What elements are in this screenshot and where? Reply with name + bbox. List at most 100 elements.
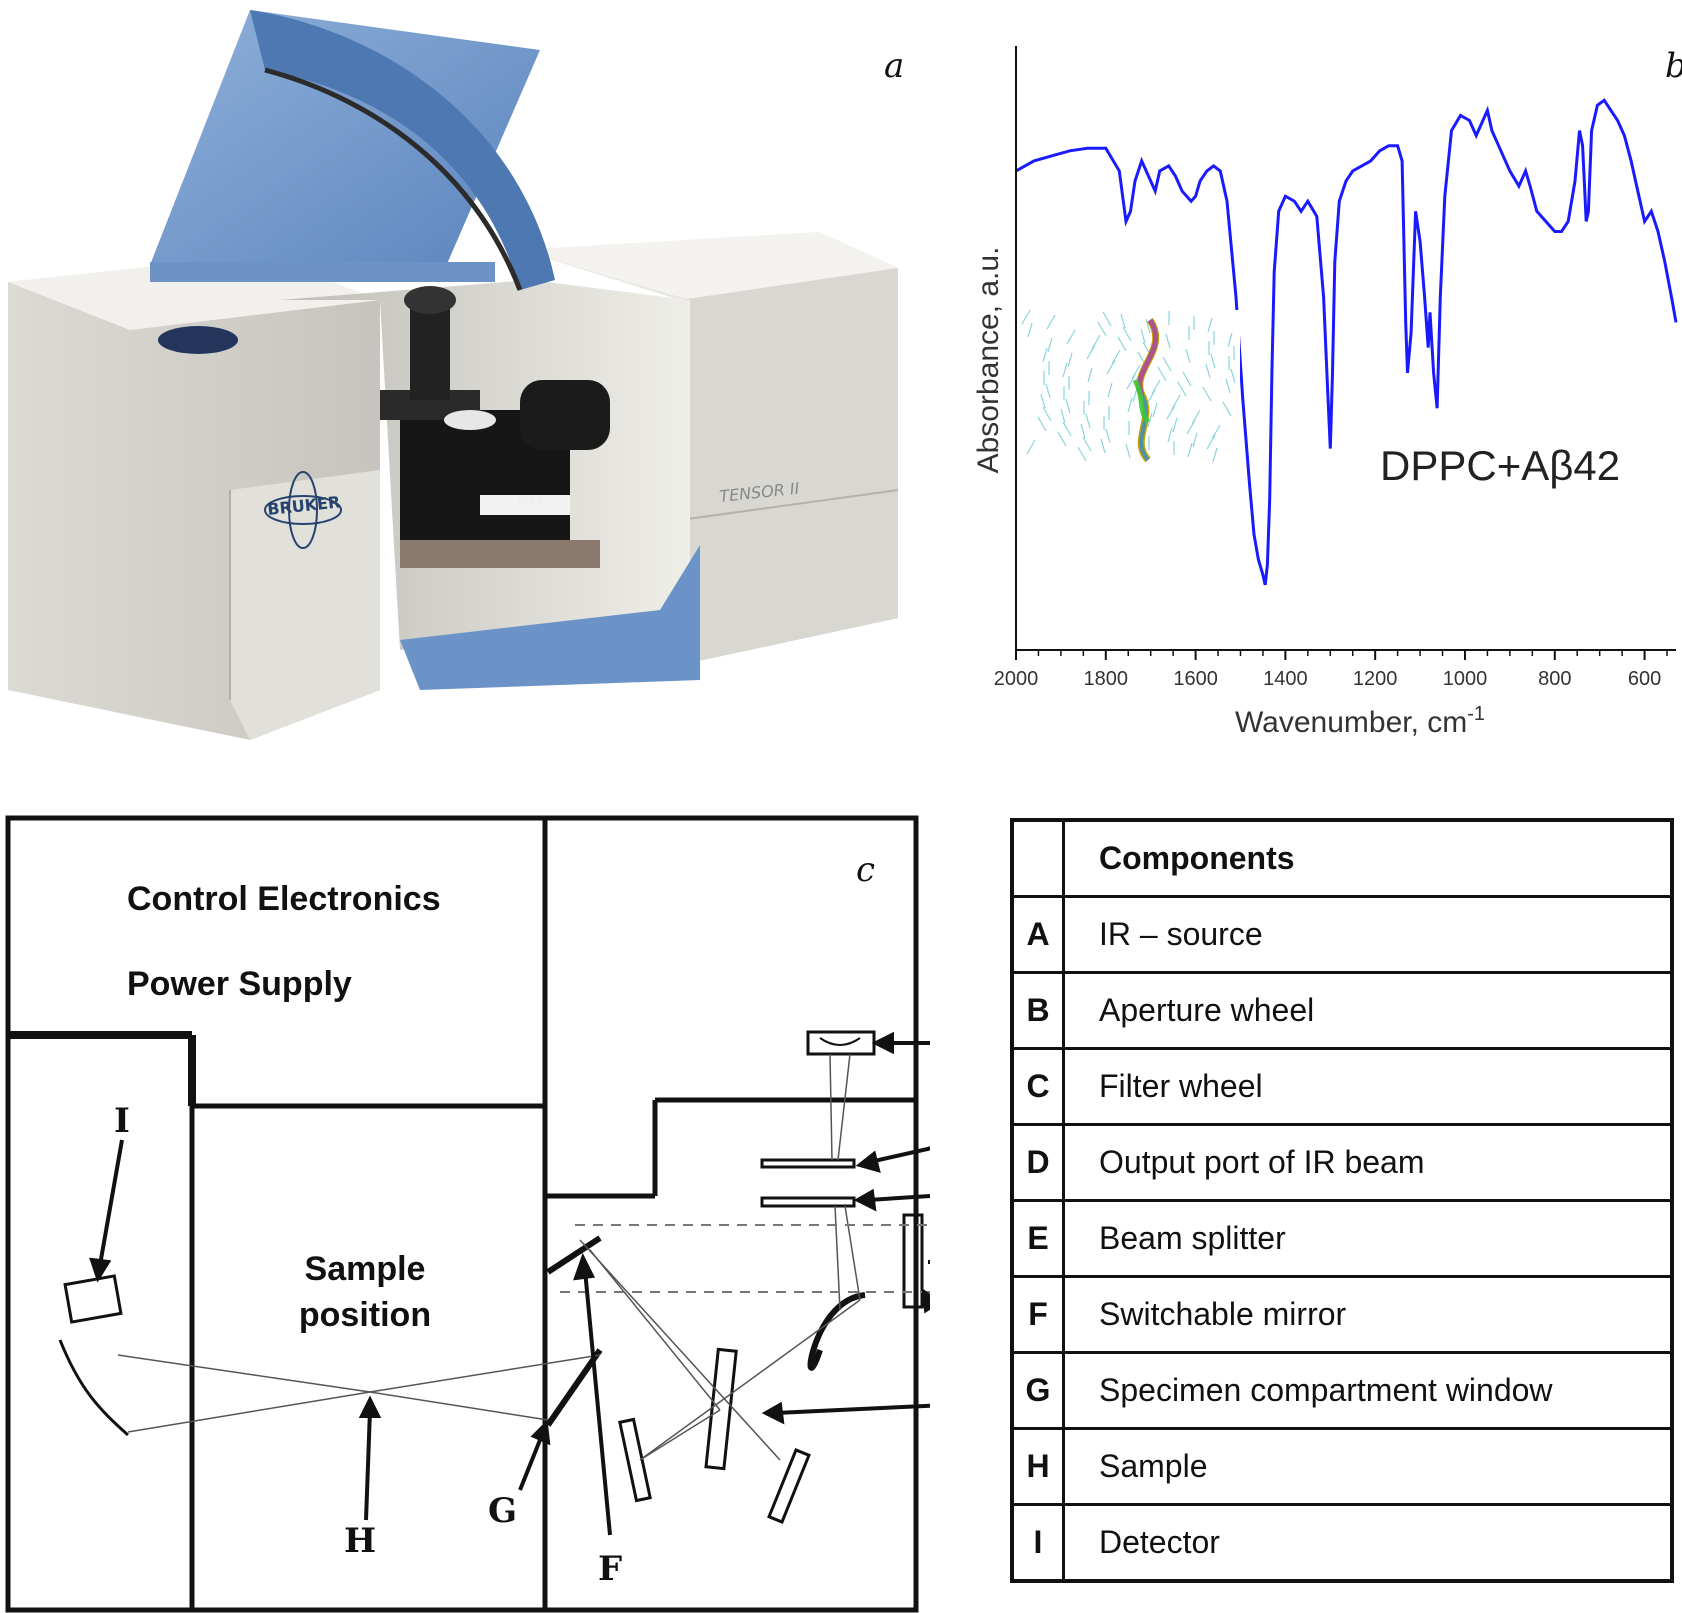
lipid-stroke — [1147, 412, 1153, 428]
lipid-stroke — [1145, 318, 1151, 334]
lipid-stroke — [1062, 362, 1068, 378]
lipid-stroke — [1037, 416, 1047, 432]
ir-source — [806, 1030, 876, 1056]
label-arrows — [89, 1031, 930, 1536]
component-labels: A B C D E F G H I — [114, 1101, 622, 1589]
x-tick-label: 800 — [1538, 668, 1571, 690]
sample-compartment — [280, 280, 690, 650]
x-tick-label: 1800 — [1084, 668, 1129, 690]
lipid-stroke — [1127, 397, 1133, 413]
component-letter: F — [1010, 1275, 1065, 1354]
component-letter: A — [1010, 895, 1065, 974]
lipid-stroke — [1080, 423, 1086, 439]
lipid-stroke — [1087, 367, 1093, 383]
front-tray — [400, 545, 700, 690]
lipid-stroke — [1162, 356, 1172, 372]
lipid-stroke — [1185, 348, 1191, 364]
components-table-header: Components — [1062, 818, 1674, 898]
lipid-stroke — [1167, 427, 1173, 443]
lipid-stroke — [1151, 379, 1161, 395]
lipid-stroke — [1082, 436, 1092, 452]
lipid-stroke — [1046, 314, 1056, 330]
components-table-header-row: Components — [1010, 818, 1674, 898]
detector — [63, 1274, 123, 1324]
lipid-stroke — [1212, 447, 1218, 463]
lipid-stroke — [1152, 402, 1158, 418]
component-name: Specimen compartment window — [1062, 1351, 1674, 1430]
molecular-membrane-inset — [1021, 309, 1240, 463]
panel-letter-c: c — [856, 850, 876, 890]
instrument-right-tower — [520, 232, 899, 665]
lipid-stroke — [1207, 317, 1213, 333]
lipid-stroke — [1026, 439, 1036, 455]
lipid-stroke — [1062, 421, 1072, 437]
lipid-stroke — [1086, 344, 1096, 360]
panel-letter-a: a — [884, 46, 905, 86]
component-letter: B — [1010, 971, 1065, 1050]
sample-position-label-line1: Sample — [305, 1250, 426, 1288]
lipid-stroke — [1040, 393, 1046, 409]
lipid-stroke — [1131, 364, 1141, 380]
component-letter: D — [1010, 1123, 1065, 1202]
lipid-stroke — [1077, 446, 1087, 462]
component-letter: H — [1010, 1427, 1065, 1506]
component-name: Beam splitter — [1062, 1199, 1674, 1278]
schematic-label-h: H — [344, 1521, 376, 1561]
lipid-stroke — [1177, 381, 1187, 397]
lipid-stroke — [1125, 443, 1131, 459]
lipid-stroke — [1230, 368, 1236, 384]
switchable-mirror — [546, 1235, 602, 1275]
lipid-stroke — [1065, 398, 1071, 414]
lipid-stroke — [1205, 363, 1211, 379]
schematic-label-i: I — [114, 1101, 130, 1141]
lipid-stroke — [1227, 332, 1233, 348]
beam-guide-dashes — [560, 1224, 930, 1293]
component-name: Filter wheel — [1062, 1047, 1674, 1126]
lipid-stroke — [1027, 322, 1033, 338]
component-letter: G — [1010, 1351, 1065, 1430]
component-name: Sample — [1062, 1427, 1674, 1506]
instrument-left-tower — [8, 255, 380, 740]
lipid-stroke — [1105, 428, 1111, 444]
lipid-stroke — [1146, 389, 1156, 405]
lipid-stroke — [1102, 311, 1112, 327]
output-port — [902, 1213, 924, 1309]
sample-position-label-line2: position — [299, 1296, 431, 1334]
lipid-stroke — [1091, 334, 1101, 350]
x-tick-label: 1200 — [1353, 668, 1398, 690]
optical-schematic: Control Electronics Power Supply Sample … — [5, 815, 930, 1613]
spectrum-series-line — [1015, 98, 1678, 586]
lipid-stroke — [1165, 333, 1171, 349]
lipid-stroke — [1172, 417, 1178, 433]
component-name: Detector — [1062, 1503, 1674, 1583]
lipid-stroke — [1192, 432, 1198, 448]
component-letter: I — [1010, 1503, 1065, 1583]
lipid-stroke — [1021, 309, 1031, 325]
lipid-stroke — [1126, 374, 1136, 390]
lipid-stroke — [1085, 413, 1091, 429]
bruker-logo-icon — [264, 471, 342, 549]
accessory-label: PIKE — [517, 495, 545, 508]
lipid-stroke — [1202, 386, 1212, 402]
lipid-stroke — [1106, 359, 1116, 375]
lipid-stroke — [1047, 337, 1053, 353]
control-electronics-label: Control Electronics — [127, 880, 441, 918]
component-name: IR – source — [1062, 895, 1674, 974]
lipid-stroke — [1111, 349, 1121, 365]
lipid-stroke — [1066, 329, 1076, 345]
lipid-stroke — [1182, 371, 1192, 387]
lipid-stroke — [1171, 394, 1181, 410]
beam-paths — [117, 1053, 861, 1461]
x-axis-label-superscript: -1 — [1467, 703, 1485, 725]
aperture-wheel — [760, 1158, 856, 1169]
schematic-label-g: G — [488, 1491, 517, 1531]
component-letter: E — [1010, 1199, 1065, 1278]
component-name: Output port of IR beam — [1062, 1123, 1674, 1202]
